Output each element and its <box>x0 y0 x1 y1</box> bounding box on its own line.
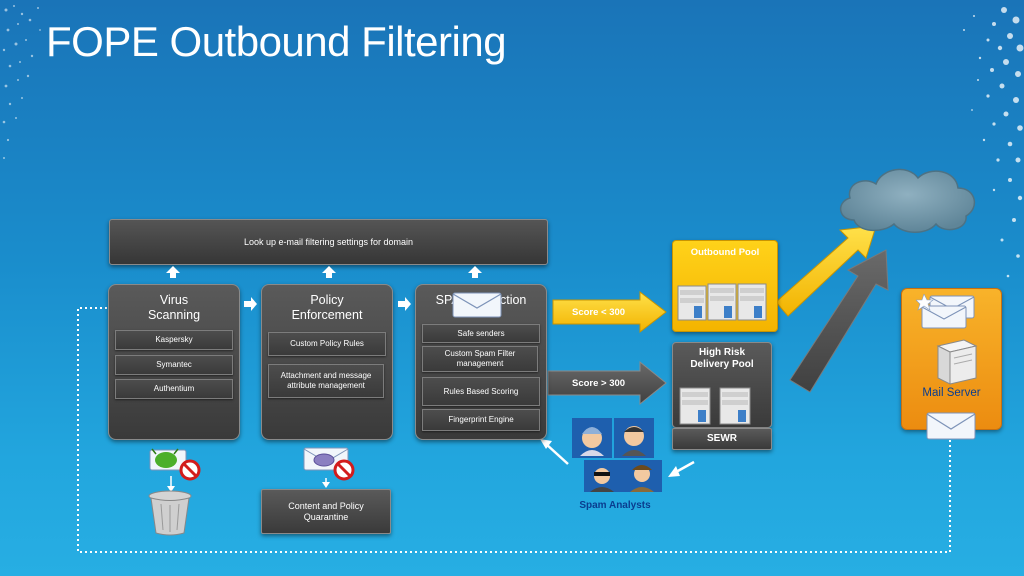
score-high-arrow <box>547 360 667 406</box>
virus-bug-icon <box>149 448 201 481</box>
page-title: FOPE Outbound Filtering <box>46 18 507 65</box>
quarantine-label: Content and Policy Quarantine <box>288 501 364 522</box>
up-arrow-policy <box>322 266 336 278</box>
sewr-to-analysts-arrow <box>675 460 695 474</box>
dotted-return-path <box>77 307 951 553</box>
server-icon <box>936 339 978 385</box>
attachment-attribute-management: Attachment and message attribute managem… <box>268 364 384 398</box>
trash-can-icon <box>148 490 192 536</box>
flow-arrow-1 <box>244 297 257 311</box>
outbound-to-cloud-arrow <box>775 225 877 317</box>
up-arrow-spam <box>468 266 482 278</box>
rules-based-scoring: Rules Based Scoring <box>422 377 540 406</box>
highrisk-to-cloud-arrow <box>789 249 889 393</box>
vbs-script-icon <box>303 447 355 481</box>
right-dot-pattern <box>963 7 1024 278</box>
score-low-label: Score < 300 <box>572 307 626 318</box>
envelope-icon <box>452 292 502 318</box>
safe-senders: Safe senders <box>422 324 540 343</box>
content-policy-quarantine: Content and Policy Quarantine <box>261 489 391 534</box>
server-icon <box>677 283 767 321</box>
policy-enforcement-box: Policy Enforcement Custom Policy Rules A… <box>261 284 393 440</box>
lookup-settings-bar: Look up e-mail filtering settings for do… <box>109 219 548 265</box>
scanner-symantec: Symantec <box>115 355 233 375</box>
fingerprint-engine: Fingerprint Engine <box>422 409 540 431</box>
column-title: Virus Scanning <box>147 293 201 322</box>
spam-analysts-icon <box>572 418 662 492</box>
up-arrow-virus <box>166 266 180 278</box>
spam-analysts-label: Spam Analysts <box>579 500 651 511</box>
score-high-label: Score > 300 <box>572 378 626 389</box>
internet-cloud-icon <box>840 168 976 233</box>
custom-policy-rules: Custom Policy Rules <box>268 332 386 356</box>
sewr-box: SEWR <box>672 428 772 450</box>
outbound-pool-label: Outbound Pool <box>690 247 760 258</box>
analyst-feedback-arrow <box>545 443 569 465</box>
score-low-arrow <box>552 290 667 334</box>
sewr-label: SEWR <box>707 433 737 444</box>
left-dot-pattern <box>2 5 41 159</box>
column-title: Policy Enforcement <box>291 293 363 322</box>
flow-arrow-2 <box>398 297 411 311</box>
scanner-authentium: Authentium <box>115 379 233 399</box>
scanner-kaspersky: Kaspersky <box>115 330 233 350</box>
custom-spam-filter: Custom Spam Filter management <box>422 346 538 372</box>
virus-scanning-box: Virus Scanning Kaspersky Symantec Authen… <box>108 284 240 440</box>
spam-detection-box: SPAM Detection Safe senders Custom Spam … <box>415 284 547 440</box>
envelope-icon <box>926 412 976 440</box>
envelope-stack-icon <box>916 294 975 329</box>
server-icon <box>679 387 751 425</box>
mail-server-label: Mail Server <box>922 387 981 399</box>
high-risk-pool-label: High Risk Delivery Pool <box>690 347 754 370</box>
